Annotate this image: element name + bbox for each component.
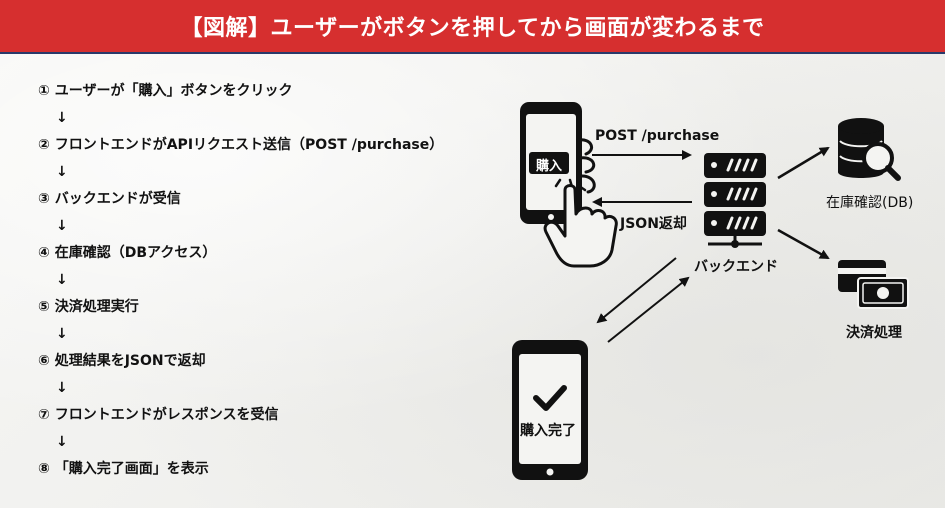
request-label: POST /purchase bbox=[595, 128, 720, 144]
phone-tapping-icon bbox=[520, 102, 618, 268]
step-arrow: ↓ bbox=[56, 218, 68, 234]
step-arrow: ↓ bbox=[56, 326, 68, 342]
step-arrow: ↓ bbox=[56, 164, 68, 180]
banner-underline bbox=[0, 52, 945, 54]
backend-to-client-arrow bbox=[596, 257, 677, 324]
step-arrow: ↓ bbox=[56, 110, 68, 126]
page-title: 【図解】ユーザーがボタンを押してから画面が変わるまで bbox=[180, 16, 765, 41]
payment-label: 決済処理 bbox=[846, 325, 902, 341]
response-label: JSON返却 bbox=[620, 216, 687, 232]
title-banner: 【図解】ユーザーがボタンを押してから画面が変わるまで bbox=[0, 0, 945, 52]
step-8: ⑧ 「購入完了画面」を表示 bbox=[38, 461, 209, 477]
steps-list: ① ユーザーが「購入」ボタンをクリック ↓ ② フロントエンドがAPIリクエスト… bbox=[38, 80, 478, 480]
buy-button-label: 購入 bbox=[536, 159, 563, 174]
step-1: ① ユーザーが「購入」ボタンをクリック bbox=[38, 83, 293, 99]
step-4: ④ 在庫確認（DBアクセス） bbox=[38, 245, 217, 261]
step-arrow: ↓ bbox=[56, 380, 68, 396]
server-icon bbox=[704, 153, 766, 248]
step-2: ② フロントエンドがAPIリクエスト送信（POST /purchase） bbox=[38, 137, 444, 153]
step-6: ⑥ 処理結果をJSONで返却 bbox=[38, 353, 206, 369]
phone-complete-icon bbox=[512, 340, 588, 480]
step-arrow: ↓ bbox=[56, 434, 68, 450]
complete-label: 購入完了 bbox=[520, 423, 576, 439]
buy-button-shape bbox=[529, 152, 569, 174]
backend-label: バックエンド bbox=[694, 259, 778, 275]
step-5: ⑤ 決済処理実行 bbox=[38, 299, 139, 315]
checkmark-icon bbox=[533, 385, 567, 411]
payment-arrow bbox=[777, 228, 830, 260]
step-3: ③ バックエンドが受信 bbox=[38, 191, 181, 207]
payment-icon bbox=[838, 260, 909, 309]
step-arrow: ↓ bbox=[56, 272, 68, 288]
db-arrow bbox=[777, 146, 830, 180]
database-search-icon bbox=[838, 118, 901, 181]
db-label: 在庫確認(DB) bbox=[826, 195, 914, 211]
step-7: ⑦ フロントエンドがレスポンスを受信 bbox=[38, 407, 279, 423]
client-to-backend-arrow bbox=[607, 276, 690, 343]
